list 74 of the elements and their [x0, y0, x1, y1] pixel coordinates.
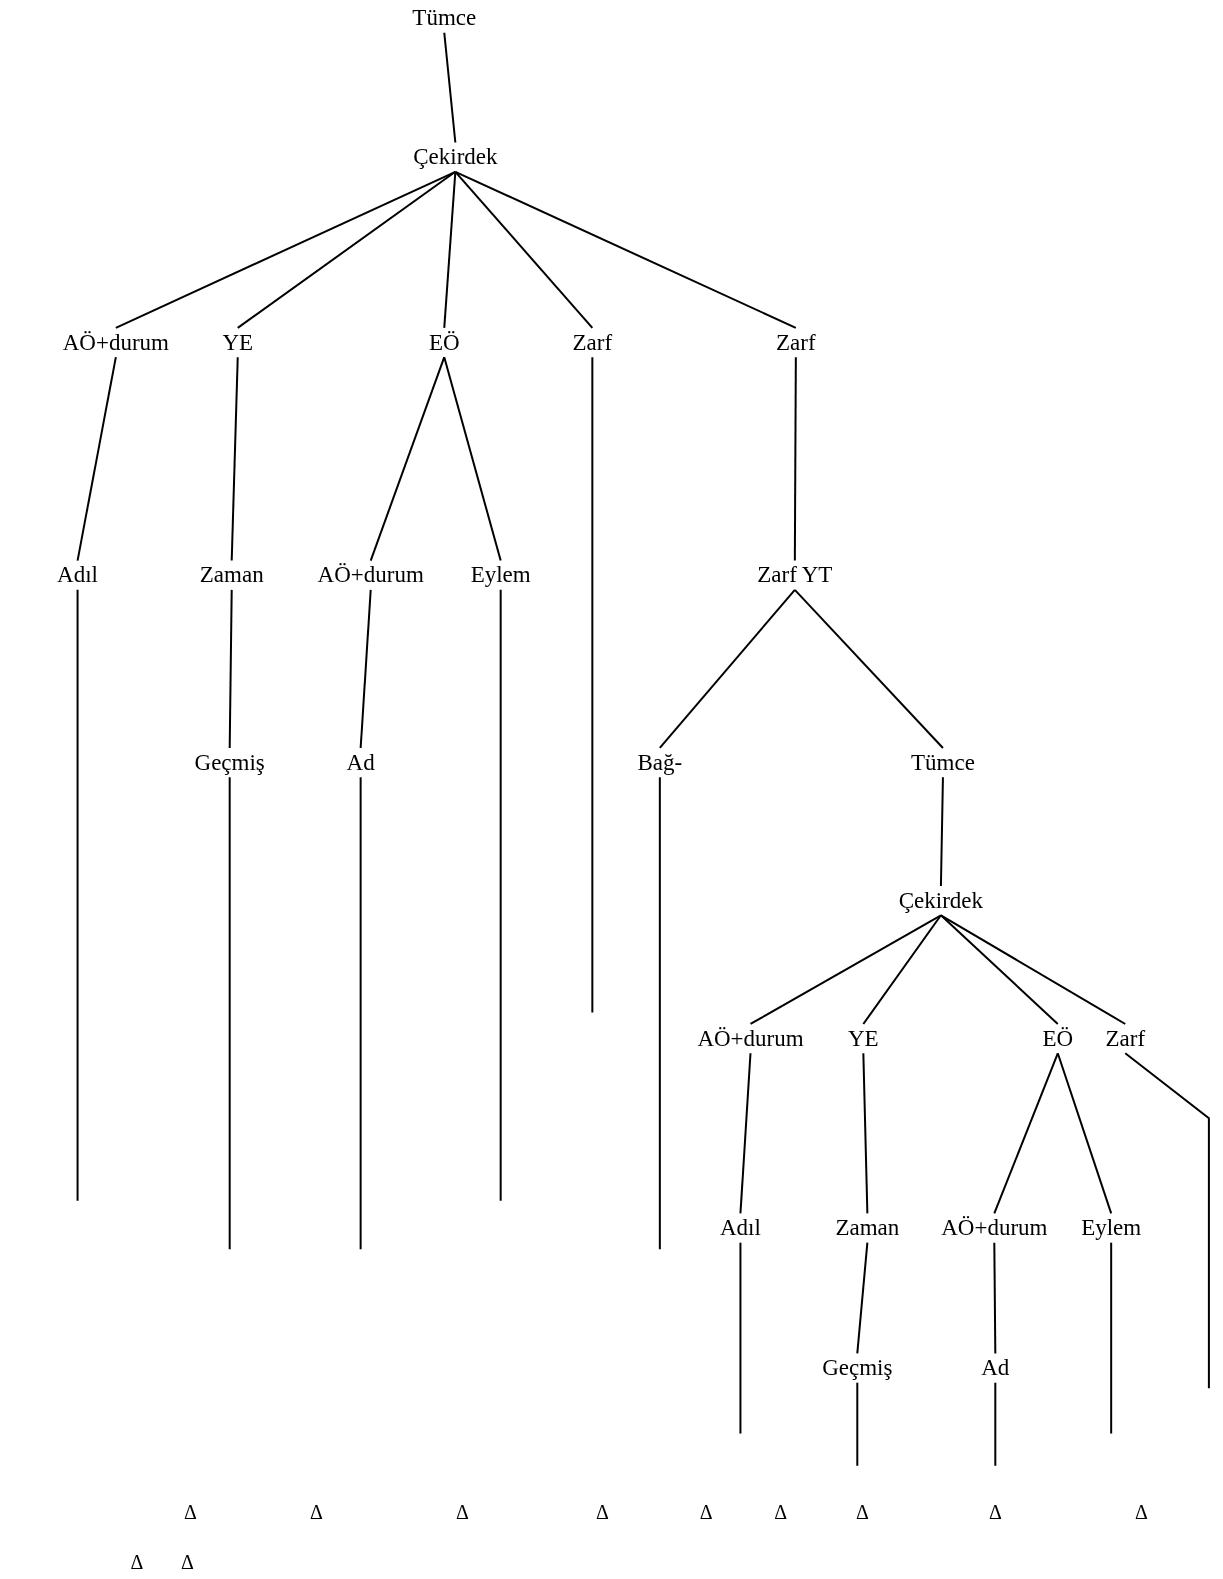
tree-branch-line [1110, 1241, 1113, 1435]
delta-symbol: Δ [309, 1501, 323, 1524]
tree-label: Eylem [470, 562, 531, 588]
delta-symbol: Δ [774, 1501, 788, 1524]
tree-label: Bağ- [637, 749, 683, 776]
tree-branch-line [939, 914, 1127, 1025]
tree-branch-line [658, 588, 796, 749]
tree-branch-line [939, 914, 1059, 1025]
tree-branch-line [739, 1241, 742, 1435]
tree-label: Zarf [776, 329, 816, 356]
delta-symbol: Δ [180, 1551, 194, 1574]
tree-label: Zaman [199, 562, 264, 588]
tree-label: Geçmiş [194, 749, 265, 776]
tree-branch-line [76, 356, 117, 562]
tree-branch-line [369, 356, 446, 562]
delta-symbol: Δ [1134, 1501, 1148, 1524]
tree-branch-line [443, 170, 457, 329]
tree-label: Tümce [412, 5, 477, 31]
tree-branch-line [939, 776, 944, 887]
tree-label: Adıl [720, 1215, 761, 1241]
delta-symbol: Δ [130, 1551, 144, 1574]
tree-branch-line [856, 1381, 859, 1467]
tree-branch-line [499, 588, 502, 1202]
tree-branch-line [793, 356, 797, 562]
tree-label: Ad [981, 1355, 1010, 1381]
tree-label: YE [848, 1026, 879, 1052]
tree-label: Geçmiş [822, 1355, 893, 1381]
tree-label: AÖ+durum [317, 562, 424, 588]
delta-symbol: Δ [988, 1501, 1002, 1524]
tree-label: AÖ+durum [62, 329, 169, 356]
delta-symbol: Δ [699, 1501, 713, 1524]
tree-label: Tümce [911, 749, 975, 776]
tree-label: Zarf [1105, 1026, 1146, 1052]
tree-branch-line [236, 170, 457, 329]
tree-label: EÖ [428, 329, 460, 356]
tree-label: Ad [346, 749, 375, 776]
tree-branch-line [1056, 1052, 1113, 1215]
tree-branch-line [856, 1241, 869, 1355]
tree-branch-line [359, 588, 372, 749]
tree-branch-line [862, 1052, 869, 1215]
tree-label: Zarf YT [757, 562, 833, 588]
tree-label: AÖ+durum [941, 1215, 1048, 1241]
tree-branch-line [230, 356, 239, 562]
tree-branch-line [228, 588, 233, 749]
tree-label: Çekirdek [413, 144, 498, 170]
tree-branch-line [749, 914, 942, 1025]
tree-label: Zaman [835, 1215, 900, 1241]
delta-symbol: Δ [596, 1501, 609, 1524]
tree-branch-line [359, 776, 362, 1251]
tree-label: Adıl [57, 562, 98, 588]
tree-label: Çekirdek [898, 888, 984, 914]
tree-branch-line [862, 914, 942, 1025]
delta-symbol: Δ [855, 1501, 869, 1524]
delta-symbol: Δ [455, 1501, 469, 1524]
tree-label: YE [222, 329, 254, 356]
tree-branch-line [228, 776, 231, 1251]
tree-label: Zarf [572, 329, 613, 356]
tree-label: EÖ [1042, 1026, 1074, 1052]
tree-branch-line [591, 356, 594, 1014]
tree-branch-line [658, 776, 661, 1251]
tree-branch-line [993, 1241, 997, 1355]
tree-branch-line [76, 588, 79, 1202]
tree-branch-line [454, 170, 797, 329]
tree-branch-line [994, 1381, 997, 1467]
tree-branch-line [739, 1052, 752, 1215]
delta-symbol: Δ [183, 1501, 197, 1524]
tree-branch-line [1124, 1052, 1210, 1390]
tree-branch-line [443, 356, 502, 562]
tree-branch-line [443, 31, 457, 144]
tree-label: Eylem [1081, 1215, 1142, 1241]
tree-branch-line [454, 170, 594, 329]
tree-branch-line [993, 1052, 1059, 1215]
tree-label: AÖ+durum [697, 1026, 804, 1052]
tree-branch-line [793, 588, 944, 749]
